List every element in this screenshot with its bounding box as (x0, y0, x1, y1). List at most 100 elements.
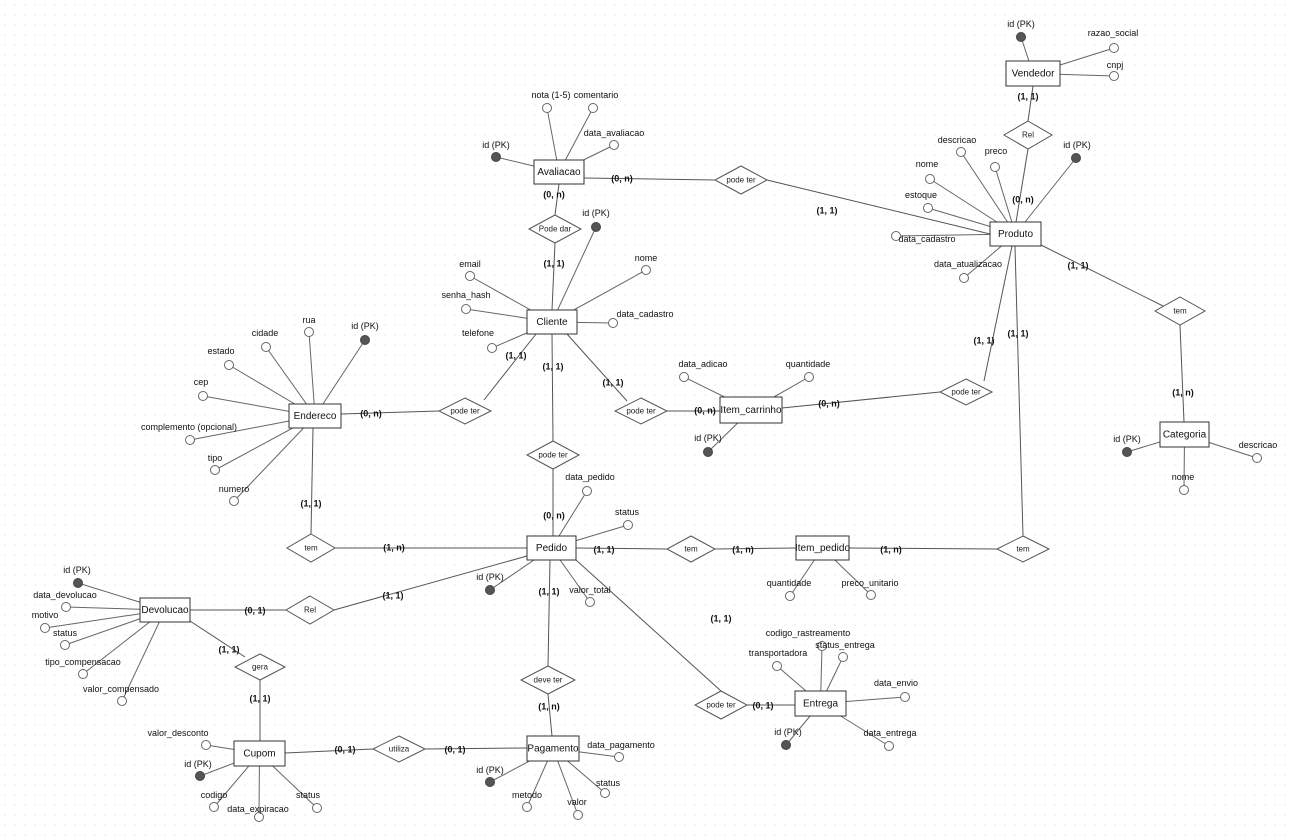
attribute-marker (804, 372, 814, 382)
relationship-utiliza-cupom-pagamento[interactable]: utiliza (371, 735, 427, 763)
attribute-marker (60, 640, 70, 650)
attribute-marker (623, 520, 633, 530)
attribute-marker (608, 318, 618, 328)
relationship-line-from (483, 333, 537, 401)
entity-box (794, 690, 847, 717)
entity-box (526, 535, 577, 561)
relationship-line-to (551, 242, 556, 311)
entity-avaliacao[interactable]: Avaliacao (533, 159, 585, 185)
attribute-endereco-0[interactable]: rua (302, 315, 316, 417)
attribute-label: status_entrega (815, 640, 875, 650)
relationship-podeter-cliente-endereco[interactable]: pode ter (437, 397, 493, 425)
entity-categoria[interactable]: Categoria (1159, 421, 1210, 448)
attribute-cliente-5[interactable]: telefone (462, 321, 553, 353)
relationship-podeter-cliente-pedido[interactable]: pode ter (525, 440, 581, 470)
entity-entrega[interactable]: Entrega (794, 690, 847, 717)
attribute-marker (866, 590, 876, 600)
attribute-label: id (PK) (184, 759, 212, 769)
entity-item-pedido[interactable]: Item_pedido (795, 535, 850, 561)
attribute-label: valor_total (569, 585, 611, 595)
relationship-tem-produto-itempedido[interactable]: tem (995, 535, 1051, 563)
relationship-label: tem (1016, 545, 1030, 554)
entity-pagamento[interactable]: Pagamento (526, 735, 580, 762)
attribute-marker (254, 812, 264, 822)
attribute-produto-0[interactable]: descricao (938, 135, 1016, 235)
entity-devolucao[interactable]: Devolucao (139, 597, 191, 623)
relationship-edges-devter-pedido-pagamento (547, 559, 553, 737)
attribute-label: id (PK) (582, 208, 610, 218)
attribute-label: data_envio (874, 678, 918, 688)
attribute-label: valor (567, 797, 587, 807)
relationship-tem-endereco-pedido[interactable]: tem (286, 533, 336, 563)
attribute-label: quantidade (786, 359, 831, 369)
relationship-line-to (766, 179, 991, 235)
relationship-diamond (519, 665, 577, 695)
relationship-podeter-produto-itemcarrinho[interactable]: pode ter (938, 378, 994, 406)
cardinality-label: (0, n) (694, 405, 716, 415)
relationship-label: tem (1173, 307, 1187, 316)
relationship-diamond (527, 214, 583, 244)
attribute-label: data_cadastro (616, 309, 673, 319)
attribute-connector (308, 331, 316, 417)
cardinality-label: (1, 1) (1007, 328, 1028, 338)
relationship-tem-produto-categoria[interactable]: tem (1153, 296, 1207, 326)
attribute-marker (925, 174, 935, 184)
attribute-label: id (PK) (1007, 19, 1035, 29)
cardinality-label: (1, 1) (382, 590, 403, 600)
relationship-diamond (693, 690, 749, 720)
entity-pedido[interactable]: Pedido (526, 535, 577, 561)
entity-label: Cliente (536, 317, 568, 328)
relationship-podeter-cliente-itemcarrinho[interactable]: pode ter (613, 397, 669, 425)
attribute-cliente-0[interactable]: id (PK) (551, 208, 610, 323)
attribute-marker (585, 597, 595, 607)
relationship-edges-podedar-cliente-avaliacao (551, 183, 560, 311)
relationship-podeter-avaliacao-produto[interactable]: pode ter (713, 165, 769, 195)
entity-cupom[interactable]: Cupom (233, 740, 286, 767)
attribute-label: data_expiracao (227, 804, 289, 814)
entity-box (795, 535, 850, 561)
attribute-connector (1015, 157, 1077, 235)
cardinality-label: (0, 1) (444, 744, 465, 754)
relationship-line-from (189, 620, 246, 658)
entity-item-carrinho[interactable]: Item_carrinho (719, 396, 783, 424)
attribute-endereco-4[interactable]: cep (194, 377, 316, 417)
attribute-label: motivo (32, 610, 59, 620)
entity-vendedor[interactable]: Vendedor (1005, 60, 1061, 87)
attribute-marker (312, 803, 322, 813)
relationship-podeter-pedido-entrega[interactable]: pode ter (693, 690, 749, 720)
attribute-devolucao-5[interactable]: valor_compensado (83, 609, 166, 706)
attribute-endereco-1[interactable]: cidade (252, 328, 316, 417)
attribute-label: numero (219, 484, 250, 494)
entity-endereco[interactable]: Endereco (288, 403, 342, 429)
relationship-label: pode ter (538, 451, 568, 460)
entity-label: Avaliacao (537, 167, 581, 178)
relationship-rel-vendedor-produto[interactable]: Rel (1003, 120, 1053, 150)
relationship-gera-devolucao-cupom[interactable]: gera (233, 653, 287, 681)
relationship-podedar-cliente-avaliacao[interactable]: Pode dar (527, 214, 583, 244)
relationship-edges-podeter-cliente-itemcarrinho (566, 333, 720, 412)
attribute-label: codigo (201, 790, 228, 800)
relationship-diamond (233, 653, 287, 681)
attribute-endereco-2[interactable]: id (PK) (314, 321, 379, 417)
relationship-devter-pedido-pagamento[interactable]: deve ter (519, 665, 577, 695)
relationship-label: pode ter (450, 407, 480, 416)
entity-label: Categoria (1163, 430, 1207, 441)
attribute-label: data_adicao (678, 359, 727, 369)
attribute-marker (641, 265, 651, 275)
relationship-tem-pedido-itempedido[interactable]: tem (665, 535, 717, 563)
relationship-diamond (613, 397, 669, 425)
attribute-marker (1179, 485, 1189, 495)
cardinality-label: (1, 1) (218, 644, 239, 654)
relationship-line-from (575, 559, 722, 692)
attribute-marker (224, 360, 234, 370)
entity-cliente[interactable]: Cliente (526, 309, 578, 335)
entity-produto[interactable]: Produto (989, 221, 1042, 247)
attribute-produto-2[interactable]: id (PK) (1015, 140, 1091, 235)
attribute-label: id (PK) (774, 727, 802, 737)
attribute-endereco-7[interactable]: numero (219, 415, 316, 506)
attribute-marker (891, 231, 901, 241)
attribute-produto-1[interactable]: preco (985, 146, 1016, 235)
attribute-label: nome (635, 253, 658, 263)
relationship-rel-pedido-devolucao[interactable]: Rel (285, 595, 335, 625)
